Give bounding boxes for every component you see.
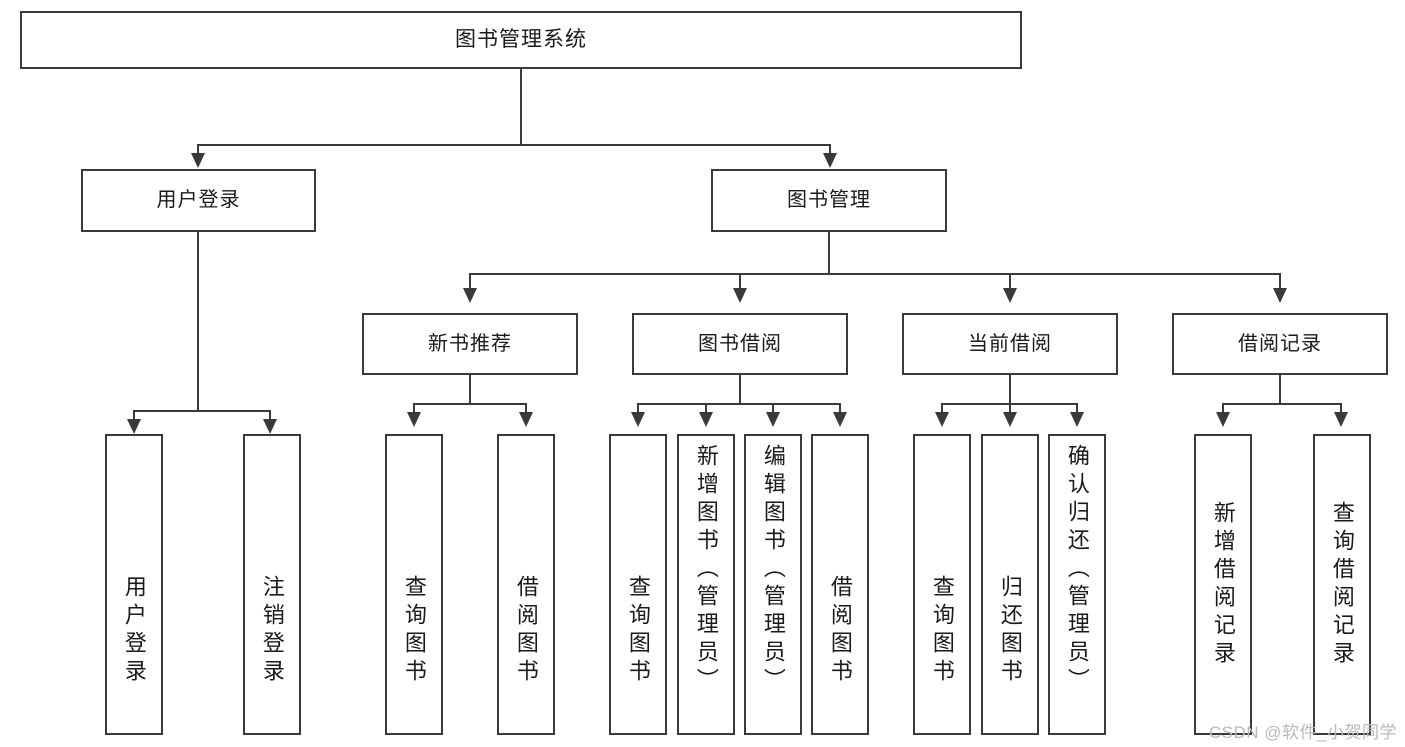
connector-newbook-drop-1 <box>413 403 415 415</box>
leaf-return-book[interactable]: 归还图书 <box>981 434 1039 735</box>
arrow-to-leaf-add-book <box>699 412 713 427</box>
connector-newbook-drop-2 <box>525 403 527 415</box>
arrow-to-leaf-user-login <box>127 419 141 434</box>
connector-newbook-bus <box>413 403 527 405</box>
leaf-label: 归还图书 <box>997 575 1023 687</box>
leaf-query-book-2[interactable]: 查询图书 <box>609 434 667 735</box>
leaf-label: 确认归还（管理员） <box>1064 444 1090 696</box>
leaf-label: 注销登录 <box>259 575 285 687</box>
connector-bookborrow-drop-1 <box>637 403 639 415</box>
leaf-label: 查询图书 <box>625 575 651 687</box>
connector-newbook-stem <box>469 375 471 405</box>
node-book-borrow[interactable]: 图书借阅 <box>632 313 848 375</box>
connector-bookmgmt-stem <box>828 232 830 274</box>
leaf-user-login[interactable]: 用户登录 <box>105 434 163 735</box>
connector-currentborrow-stem <box>1009 375 1011 405</box>
leaf-query-borrow-record[interactable]: 查询借阅记录 <box>1313 434 1371 735</box>
arrow-to-leaf-confirm-return <box>1070 412 1084 427</box>
leaf-logout[interactable]: 注销登录 <box>243 434 301 735</box>
leaf-query-book-3[interactable]: 查询图书 <box>913 434 971 735</box>
connector-bookmgmt-bus <box>469 273 1281 275</box>
node-label: 借阅记录 <box>1238 332 1322 355</box>
arrow-to-new-book-rec <box>463 288 477 303</box>
connector-borrowrecord-drop-1 <box>1222 403 1224 415</box>
connector-bookmgmt-drop-1 <box>469 273 471 289</box>
arrow-to-leaf-add-borrow-record <box>1216 412 1230 427</box>
arrow-to-book-manage <box>823 153 837 168</box>
leaf-label: 查询图书 <box>929 575 955 687</box>
connector-userlogin-bus <box>133 410 269 412</box>
node-new-book-recommend[interactable]: 新书推荐 <box>362 313 578 375</box>
leaf-edit-book-admin[interactable]: 编辑图书（管理员） <box>744 434 802 735</box>
node-label: 图书管理系统 <box>455 27 587 51</box>
arrow-to-leaf-query-book-2 <box>631 412 645 427</box>
connector-bookborrow-stem <box>739 375 741 405</box>
node-current-borrow[interactable]: 当前借阅 <box>902 313 1118 375</box>
connector-currentborrow-drop-1 <box>941 403 943 415</box>
arrow-to-leaf-query-book-1 <box>407 412 421 427</box>
leaf-add-borrow-record[interactable]: 新增借阅记录 <box>1194 434 1252 735</box>
connector-borrowrecord-bus <box>1222 403 1342 405</box>
leaf-label: 借阅图书 <box>513 575 539 687</box>
arrow-to-current-borrow <box>1003 288 1017 303</box>
leaf-borrow-book-2[interactable]: 借阅图书 <box>811 434 869 735</box>
connector-userlogin-drop-1 <box>133 410 135 424</box>
arrow-to-borrow-record <box>1273 288 1287 303</box>
leaf-confirm-return-admin[interactable]: 确认归还（管理员） <box>1048 434 1106 735</box>
arrow-to-book-borrow <box>733 288 747 303</box>
node-borrow-record[interactable]: 借阅记录 <box>1172 313 1388 375</box>
connector-currentborrow-drop-3 <box>1076 403 1078 415</box>
arrow-to-leaf-query-book-3 <box>935 412 949 427</box>
connector-currentborrow-drop-2 <box>1009 403 1011 415</box>
connector-userlogin-drop-2 <box>269 410 271 424</box>
arrow-to-leaf-edit-book <box>766 412 780 427</box>
node-label: 图书管理 <box>787 189 871 211</box>
connector-root-bus <box>197 144 831 146</box>
leaf-label: 编辑图书（管理员） <box>760 444 786 696</box>
arrow-to-leaf-logout <box>263 419 277 434</box>
leaf-label: 查询图书 <box>401 575 427 687</box>
node-label: 当前借阅 <box>968 332 1052 355</box>
leaf-label: 新增借阅记录 <box>1210 500 1236 669</box>
connector-borrowrecord-stem <box>1279 375 1281 405</box>
node-book-management[interactable]: 图书管理 <box>711 169 947 232</box>
leaf-label: 新增图书（管理员） <box>693 444 719 696</box>
arrow-to-leaf-borrow-book-2 <box>833 412 847 427</box>
leaf-borrow-book-1[interactable]: 借阅图书 <box>497 434 555 735</box>
connector-bookborrow-drop-4 <box>839 403 841 415</box>
arrow-to-user-login <box>191 153 205 168</box>
arrow-to-leaf-borrow-book-1 <box>519 412 533 427</box>
leaf-label: 借阅图书 <box>827 575 853 687</box>
connector-userlogin-stem <box>197 232 199 412</box>
connector-bookmgmt-drop-3 <box>1009 273 1011 289</box>
connector-bookborrow-bus <box>637 403 841 405</box>
connector-root-drop-right <box>829 144 831 158</box>
node-label: 用户登录 <box>156 189 241 211</box>
node-user-login[interactable]: 用户登录 <box>81 169 316 232</box>
arrow-to-leaf-query-borrow-record <box>1334 412 1348 427</box>
node-root-system[interactable]: 图书管理系统 <box>20 11 1022 69</box>
arrow-to-leaf-return-book <box>1003 412 1017 427</box>
connector-bookborrow-drop-2 <box>705 403 707 415</box>
connector-root-stem <box>520 69 522 145</box>
node-label: 新书推荐 <box>428 332 512 355</box>
connector-root-drop-left <box>197 144 199 158</box>
leaf-label: 查询借阅记录 <box>1329 500 1355 669</box>
connector-bookmgmt-drop-2 <box>739 273 741 289</box>
connector-bookborrow-drop-3 <box>772 403 774 415</box>
leaf-query-book-1[interactable]: 查询图书 <box>385 434 443 735</box>
leaf-label: 用户登录 <box>121 575 147 687</box>
leaf-add-book-admin[interactable]: 新增图书（管理员） <box>677 434 735 735</box>
connector-bookmgmt-drop-4 <box>1279 273 1281 289</box>
connector-borrowrecord-drop-2 <box>1340 403 1342 415</box>
node-label: 图书借阅 <box>698 332 782 355</box>
